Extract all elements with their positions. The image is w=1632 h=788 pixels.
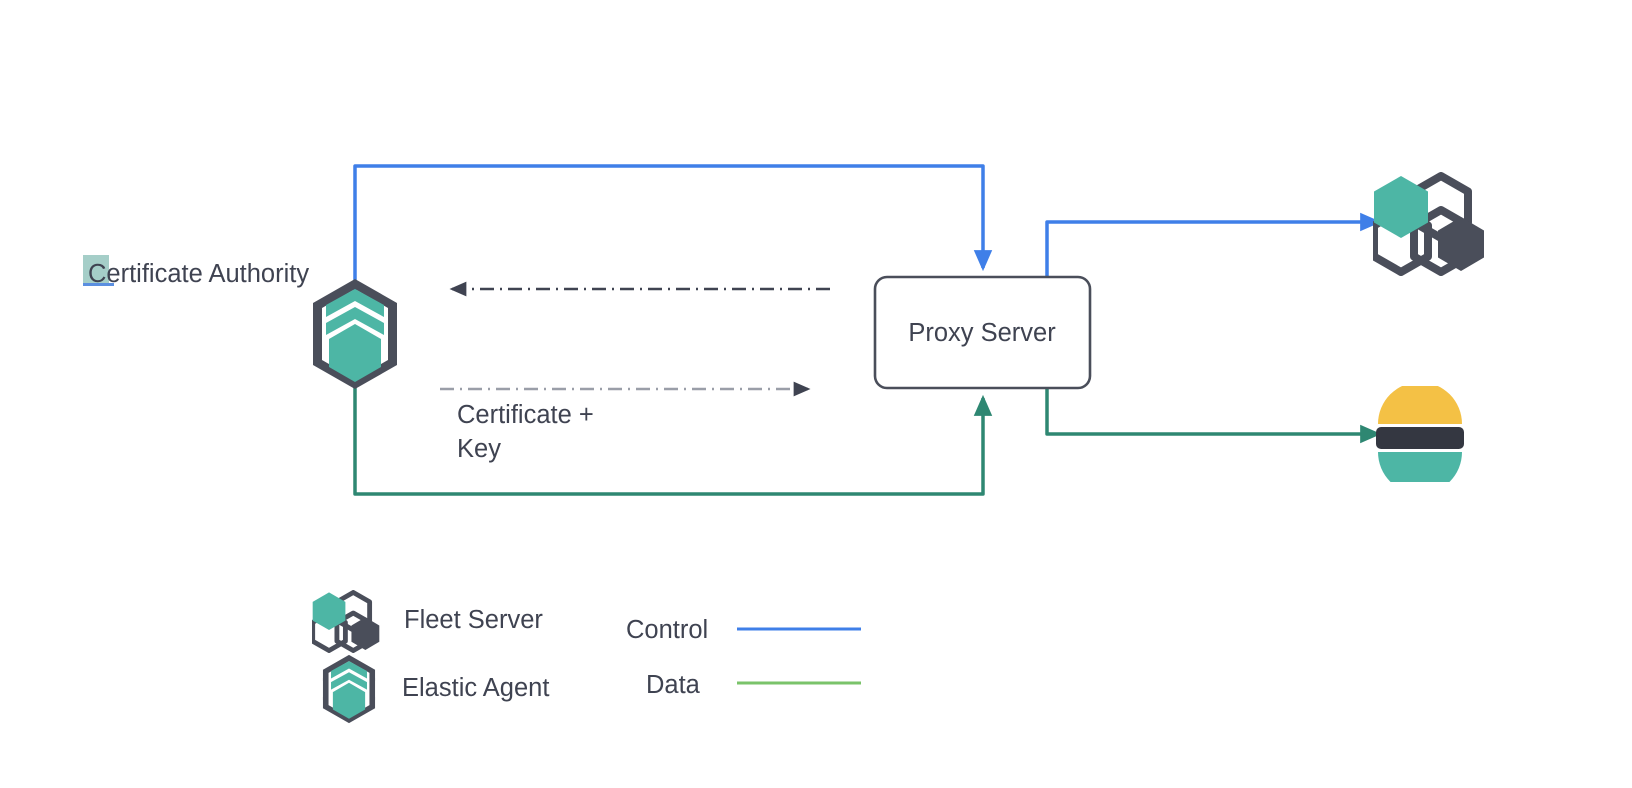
node-proxy-server[interactable]: Proxy Server [873, 275, 1092, 390]
legend-item-fleet-server: Fleet Server [313, 592, 543, 650]
data-edge-proxy-to-elasticsearch [1045, 388, 1382, 444]
node-elasticsearch[interactable] [1376, 382, 1464, 494]
legend-item-control: Control [626, 616, 861, 644]
certificate-key-label-line1: Certificate + [457, 401, 594, 429]
elastic-agent-icon [322, 654, 376, 724]
control-edge-agent-to-proxy [353, 164, 993, 300]
elastic-agent-icon [313, 279, 397, 389]
proxy-server-box[interactable] [873, 275, 1092, 390]
node-certificate-authority[interactable] [313, 279, 397, 389]
proxy-server-label: Proxy Server [908, 319, 1056, 347]
node-fleet-server[interactable] [1374, 176, 1484, 272]
legend-label-fleet-server: Fleet Server [404, 606, 543, 634]
legend: Fleet Server Elastic Agent Control Data [313, 592, 861, 724]
fleet-server-icon [313, 592, 380, 650]
legend-item-elastic-agent: Elastic Agent [322, 654, 549, 724]
certificate-authority-label: Certificate Authority [88, 260, 309, 288]
elasticsearch-icon [1376, 386, 1464, 482]
text-selection-highlight [83, 255, 109, 285]
legend-label-elastic-agent: Elastic Agent [402, 674, 549, 702]
data-edge-agent-to-proxy [353, 372, 993, 496]
control-edge-proxy-to-fleet [1045, 212, 1382, 277]
certificate-key-label-line2: Key [457, 435, 501, 463]
legend-label-data: Data [646, 671, 701, 699]
text-selection-underline [83, 283, 114, 286]
legend-label-control: Control [626, 616, 708, 644]
legend-item-data: Data [646, 671, 861, 699]
fleet-server-icon [1374, 176, 1484, 272]
